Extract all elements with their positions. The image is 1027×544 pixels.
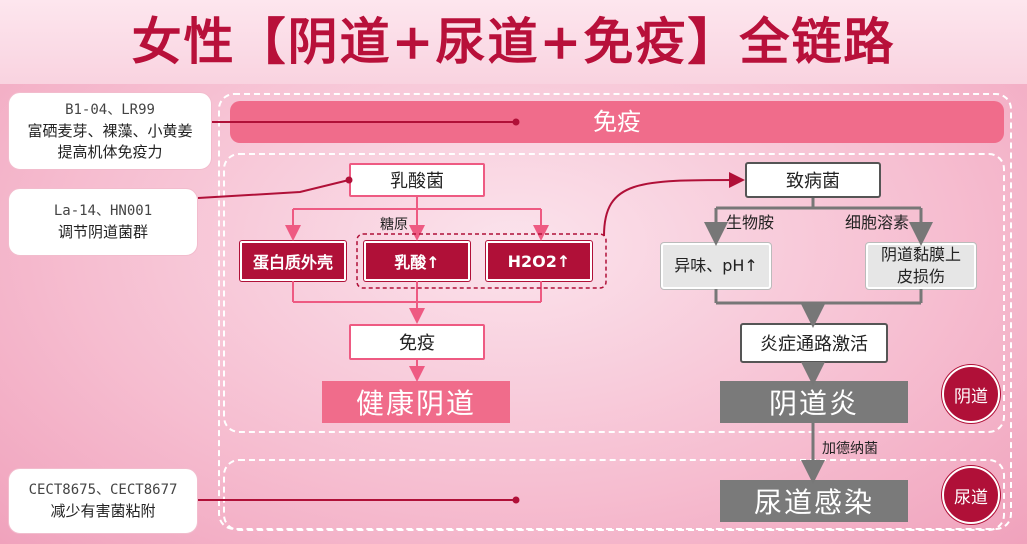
cytolysin-label: 细胞溶素 <box>845 213 910 232</box>
healthy-vagina-box: 健康阴道 <box>322 381 510 423</box>
gardnerella-label: 加德纳菌 <box>822 441 878 457</box>
card-line: 减少有害菌粘附 <box>50 502 156 520</box>
lactic-acid-box: 乳酸↑ <box>364 241 470 281</box>
biogenic-amine-label: 生物胺 <box>726 213 775 232</box>
strain-code: B1-04、LR99 <box>65 101 155 118</box>
urethra-region <box>223 459 1005 531</box>
pathogen-box: 致病菌 <box>745 162 881 198</box>
urethra-badge: 尿道 <box>942 466 1000 524</box>
vaginitis-box: 阴道炎 <box>720 381 908 423</box>
h2o2-box: H2O2↑ <box>486 241 592 281</box>
card-line: 调节阴道菌群 <box>57 223 148 241</box>
lactobacillus-box: 乳酸菌 <box>349 163 485 197</box>
uti-box: 尿道感染 <box>720 480 908 522</box>
side-card-urethra: CECT8675、CECT8677 减少有害菌粘附 <box>8 468 198 534</box>
glycogen-label: 糖原 <box>380 217 408 233</box>
strain-code: CECT8675、CECT8677 <box>28 482 178 498</box>
inflammation-box: 炎症通路激活 <box>740 323 888 363</box>
mucosa-damage-box: 阴道黏膜上 皮损伤 <box>866 243 976 289</box>
immune-bar: 免疫 <box>230 101 1004 143</box>
odor-ph-box: 异味、pH↑ <box>661 243 771 289</box>
strain-code: La-14、HN001 <box>53 203 153 219</box>
side-card-immune: B1-04、LR99 富硒麦芽、裸藻、小黄姜 提高机体免疫力 <box>8 92 212 170</box>
immunity-box: 免疫 <box>349 324 485 360</box>
side-card-vagina: La-14、HN001 调节阴道菌群 <box>8 188 198 256</box>
protein-shell-box: 蛋白质外壳 <box>240 241 346 281</box>
vagina-region <box>223 153 1005 433</box>
page-title: 女性【阴道+尿道+免疫】全链路 <box>0 0 1027 84</box>
card-line: 提高机体免疫力 <box>57 142 163 161</box>
vagina-badge: 阴道 <box>942 365 1000 423</box>
card-line: 富硒麦芽、裸藻、小黄姜 <box>27 121 193 140</box>
